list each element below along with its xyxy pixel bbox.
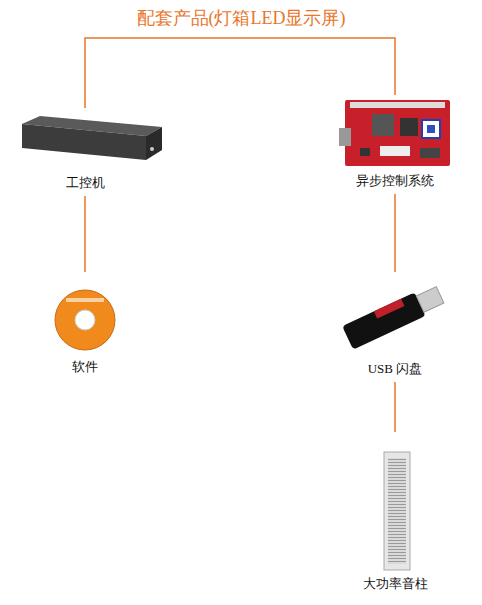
product-node: 工控机 <box>12 108 158 196</box>
connector-line <box>85 38 395 108</box>
connector-line <box>394 382 396 432</box>
product-node: 软件 <box>45 272 125 380</box>
product-caption: 工控机 <box>64 174 107 192</box>
product-caption: 软件 <box>70 358 100 376</box>
speaker-column <box>384 452 410 570</box>
usb-drive <box>342 283 445 350</box>
control-board <box>339 100 450 166</box>
product-caption: 大功率音柱 <box>361 575 430 593</box>
product-node: 大功率音柱 <box>350 432 440 597</box>
product-caption: USB 闪盘 <box>366 360 425 378</box>
product-node: USB 闪盘 <box>335 272 455 382</box>
connector-line <box>394 194 396 272</box>
industrial-pc <box>22 116 162 160</box>
connector-line <box>84 196 86 272</box>
product-node: 异步控制系统 <box>335 95 455 194</box>
software-disc <box>55 290 115 350</box>
diagram-title: 配套产品(灯箱LED显示屏) <box>0 6 482 30</box>
product-caption: 异步控制系统 <box>354 172 436 190</box>
